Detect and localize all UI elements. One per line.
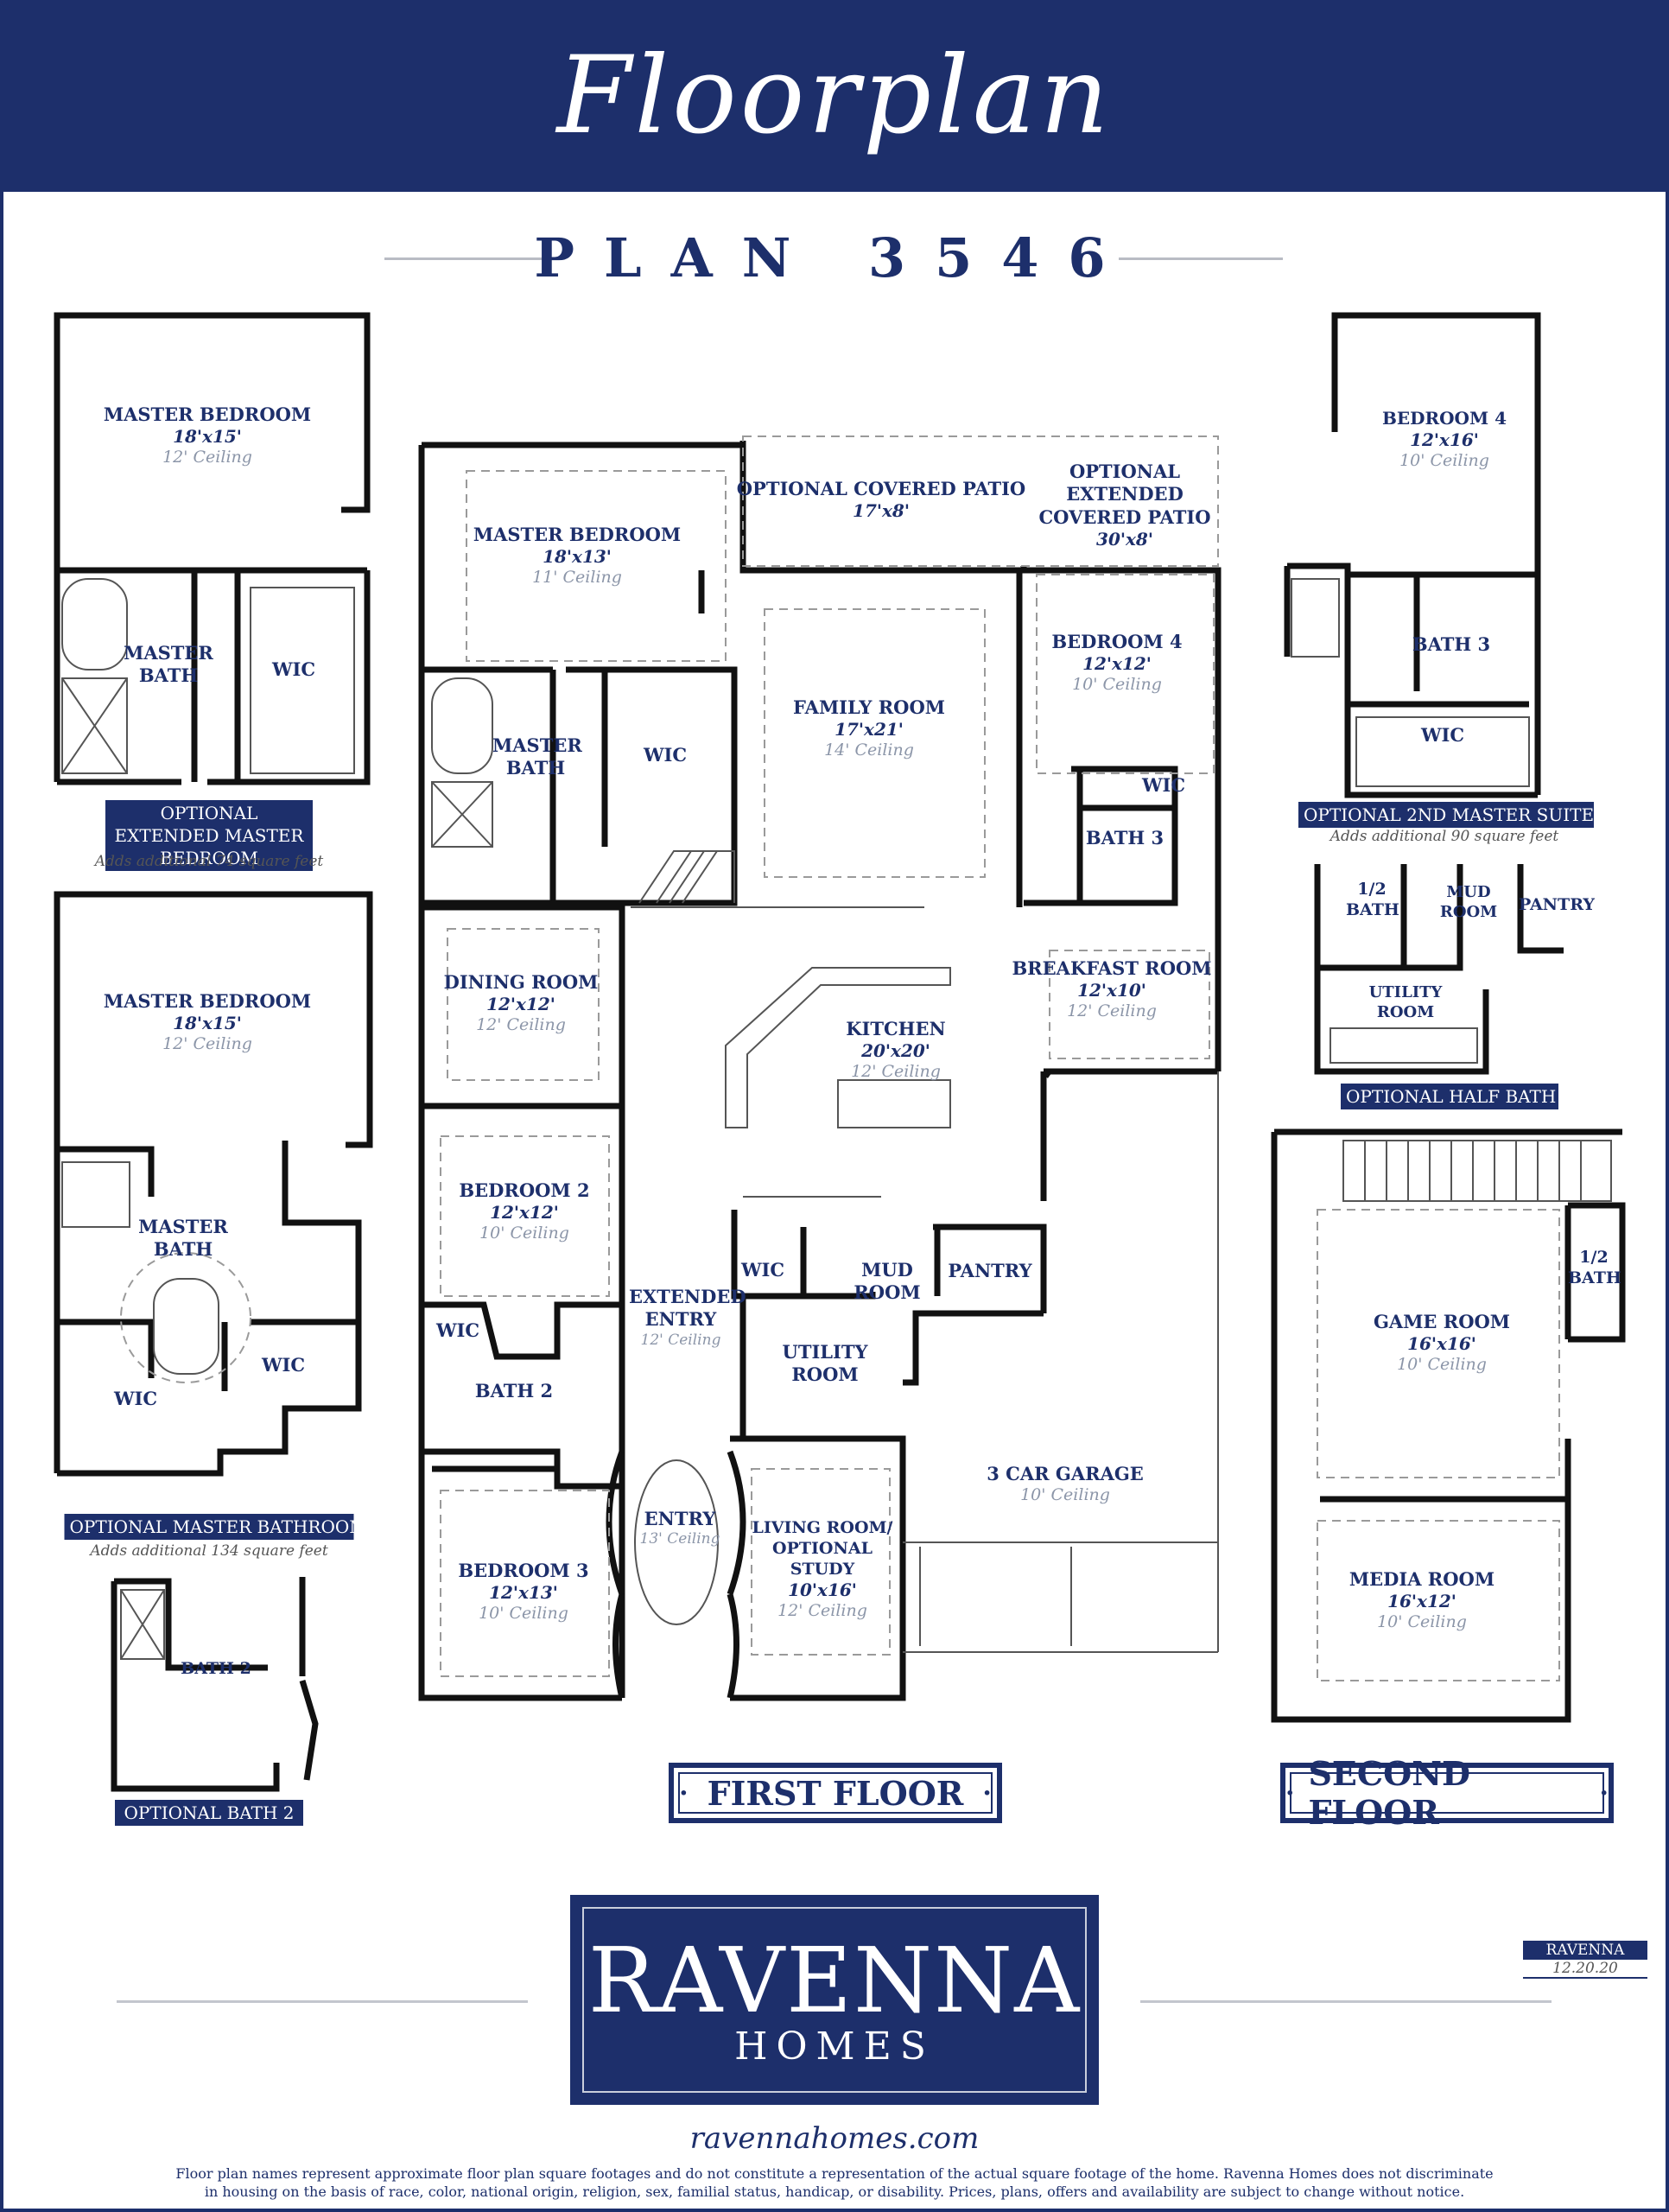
logo-rule-right bbox=[1140, 2000, 1552, 2003]
first-floor-label: · FIRST FLOOR · bbox=[669, 1763, 1002, 1823]
room-label-bath-2: BATH 2 bbox=[474, 1380, 554, 1402]
option-2nd-master-suite-note: Adds additional 90 square feet bbox=[1329, 828, 1559, 845]
room-label-optional-extended-covered-patio: OPTIONAL EXTENDED COVERED PATIO 30'x8' bbox=[1038, 461, 1211, 550]
kitchen-island bbox=[631, 906, 951, 1198]
page-title: Floorplan bbox=[556, 34, 1113, 158]
option-bath-2-walls bbox=[111, 1577, 319, 1792]
second-floor-label: · SECOND FLOOR · bbox=[1280, 1754, 1614, 1832]
option5-label-mud-room: MUD ROOM bbox=[1439, 883, 1498, 921]
revision-date: 12.20.20 bbox=[1523, 1960, 1647, 1979]
room-label-dining-room: DINING ROOM 12'x12' 12' Ceiling bbox=[443, 971, 599, 1035]
option-extended-master-walls bbox=[54, 312, 371, 785]
option1-label-wic: WIC bbox=[271, 658, 316, 680]
option-half-bath-walls bbox=[1314, 864, 1564, 1075]
option4-label-bath-3: BATH 3 bbox=[1412, 633, 1491, 655]
room-label-living-room: LIVING ROOM/ OPTIONAL STUDY 10'x16' 12' … bbox=[752, 1518, 893, 1621]
option2-label-wic-right: WIC bbox=[261, 1354, 306, 1376]
option5-label-utility-room: UTILITY ROOM bbox=[1368, 983, 1443, 1021]
room-label-master-bath: MASTER BATH bbox=[492, 734, 582, 779]
room-label-bath-3: BATH 3 bbox=[1085, 827, 1164, 849]
room-label-wic-bedroom-2: WIC bbox=[435, 1319, 480, 1341]
plan-name: PLAN 3546 bbox=[534, 226, 1135, 289]
revision-stamp: RAVENNA 12.20.20 bbox=[1523, 1941, 1647, 1979]
option1-label-master-bedroom: MASTER BEDROOM 18'x15' 12' Ceiling bbox=[103, 404, 312, 467]
room-label-wic-hall: WIC bbox=[740, 1259, 785, 1281]
option-2nd-master-suite-walls bbox=[1284, 312, 1541, 798]
disclaimer-line-2: in housing on the basis of race, color, … bbox=[204, 2183, 1465, 2200]
option-master-bathroom-banner: OPTIONAL MASTER BATHROOM bbox=[64, 1514, 367, 1540]
option-extended-master-bedroom-note: Adds additional 74 square feet bbox=[94, 853, 324, 870]
brand-sub: HOMES bbox=[734, 2024, 935, 2069]
brand-logo: RAVENNA HOMES bbox=[570, 1895, 1099, 2105]
room-label-three-car-garage: 3 CAR GARAGE 10' Ceiling bbox=[987, 1463, 1144, 1505]
room-label-extended-entry: EXTENDED ENTRY 12' Ceiling bbox=[629, 1286, 746, 1349]
room-label-bedroom-3: BEDROOM 3 12'x13' 10' Ceiling bbox=[458, 1560, 589, 1624]
option-2nd-master-suite-banner: OPTIONAL 2ND MASTER SUITE bbox=[1298, 802, 1594, 828]
disclaimer: Floor plan names represent approximate f… bbox=[0, 2165, 1669, 2202]
room-label-entry: ENTRY 13' Ceiling bbox=[639, 1508, 720, 1548]
second-floor-walls bbox=[1271, 1128, 1626, 1723]
room-label-media-room: MEDIA ROOM 16'x12' 10' Ceiling bbox=[1349, 1568, 1495, 1632]
room-label-wic-bedroom-4: WIC bbox=[1141, 774, 1186, 796]
option-master-bathroom-note: Adds additional 134 square feet bbox=[90, 1542, 328, 1560]
plan-title-rule-left bbox=[384, 257, 549, 260]
disclaimer-line-1: Floor plan names represent approximate f… bbox=[175, 2165, 1494, 2182]
option-master-bathroom-walls bbox=[54, 891, 373, 1477]
first-floor-dashed-outlines bbox=[440, 435, 1219, 1677]
first-floor-walls bbox=[418, 441, 1222, 1701]
room-label-wic-master: WIC bbox=[643, 744, 688, 766]
brand-name: RAVENNA bbox=[587, 1928, 1082, 2033]
room-label-breakfast-room: BREAKFAST ROOM 12'x10' 12' Ceiling bbox=[1012, 957, 1212, 1021]
room-label-game-room: GAME ROOM 16'x16' 10' Ceiling bbox=[1373, 1311, 1511, 1375]
option3-label-bath-2: BATH 2 bbox=[181, 1659, 251, 1678]
option2-label-master-bedroom: MASTER BEDROOM 18'x15' 12' Ceiling bbox=[103, 990, 312, 1054]
revision-name: RAVENNA bbox=[1523, 1941, 1647, 1960]
logo-rule-left bbox=[117, 2000, 528, 2003]
option2-label-wic-left: WIC bbox=[113, 1388, 158, 1409]
website-link[interactable]: ravennahomes.com bbox=[689, 2121, 980, 2156]
option4-label-wic: WIC bbox=[1420, 724, 1465, 746]
option2-label-master-bath: MASTER BATH bbox=[138, 1216, 228, 1261]
room-label-optional-covered-patio: OPTIONAL COVERED PATIO 17'x8' bbox=[736, 478, 1026, 522]
room-label-utility-room: UTILITY ROOM bbox=[782, 1341, 868, 1386]
option-bath-2-banner: OPTIONAL BATH 2 bbox=[115, 1800, 303, 1826]
option-half-bath-banner: OPTIONAL HALF BATH bbox=[1341, 1084, 1558, 1109]
room-label-bedroom-2: BEDROOM 2 12'x12' 10' Ceiling bbox=[459, 1179, 590, 1243]
stairs-first bbox=[638, 850, 735, 904]
option5-label-half-bath: 1/2 BATH bbox=[1346, 880, 1399, 919]
room-label-family-room: FAMILY ROOM 17'x21' 14' Ceiling bbox=[792, 696, 946, 760]
option1-label-master-bath: MASTER BATH bbox=[124, 642, 213, 687]
room-label-master-bedroom: MASTER BEDROOM 18'x13' 11' Ceiling bbox=[473, 524, 682, 588]
plan-title-rule-right bbox=[1119, 257, 1283, 260]
header-banner: Floorplan bbox=[0, 0, 1669, 192]
master-tub-first bbox=[431, 677, 493, 848]
room-label-kitchen: KITCHEN 20'x20' 12' Ceiling bbox=[846, 1018, 946, 1082]
room-label-pantry: PANTRY bbox=[948, 1260, 1032, 1281]
option-extended-master-bedroom-banner: OPTIONAL EXTENDED MASTER BEDROOM bbox=[105, 800, 313, 871]
room-label-half-bath-2nd: 1/2 BATH bbox=[1568, 1248, 1621, 1287]
option4-label-bedroom-4: BEDROOM 4 12'x16' 10' Ceiling bbox=[1382, 408, 1507, 470]
room-label-mud-room: MUD ROOM bbox=[854, 1259, 921, 1304]
option5-label-pantry: PANTRY bbox=[1519, 895, 1595, 914]
room-label-bedroom-4: BEDROOM 4 12'x12' 10' Ceiling bbox=[1051, 631, 1183, 695]
